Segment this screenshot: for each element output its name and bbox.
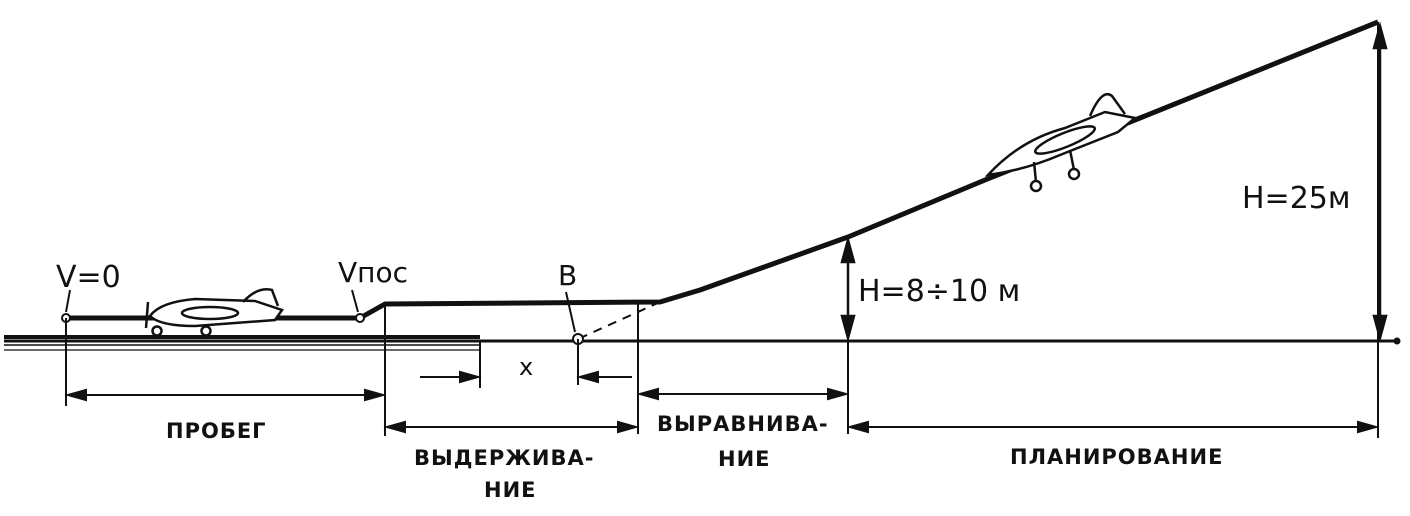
airplane-gliding-icon xyxy=(984,93,1138,193)
dimension-x xyxy=(420,370,632,384)
label-v-zero: V=0 xyxy=(56,260,121,295)
glide-extension-dashed xyxy=(577,301,661,340)
phase-label-flare-line1: ВЫРАВНИВА- xyxy=(657,412,829,436)
height-arrow-flare xyxy=(840,235,856,343)
dimension-hold xyxy=(383,420,640,434)
airplane-on-ground-icon xyxy=(144,288,284,337)
label-height-glide: Н=25м xyxy=(1242,181,1351,216)
phase-label-glide: ПЛАНИРОВАНИЕ xyxy=(1010,445,1223,469)
phase-label-hold-line2: НИЕ xyxy=(484,478,537,502)
phase-label-hold-line1: ВЫДЕРЖИВА- xyxy=(414,446,594,470)
dimension-run xyxy=(64,388,387,402)
touchdown-point xyxy=(355,313,365,323)
height-arrow-glide xyxy=(1372,21,1388,343)
trajectory-path xyxy=(66,19,1379,321)
ground-line xyxy=(4,335,1401,351)
label-v-pos: Vпос xyxy=(338,256,408,289)
phase-label-run: ПРОБЕГ xyxy=(166,419,267,443)
phase-label-flare-line2: НИЕ xyxy=(718,447,771,471)
dimension-flare xyxy=(636,387,850,401)
label-leaders xyxy=(65,289,576,333)
dimension-glide xyxy=(846,420,1380,434)
section-dividers xyxy=(65,22,1379,438)
label-x: х xyxy=(519,353,533,381)
label-point-b: В xyxy=(558,259,577,292)
label-height-flare: Н=8÷10 м xyxy=(858,274,1020,309)
